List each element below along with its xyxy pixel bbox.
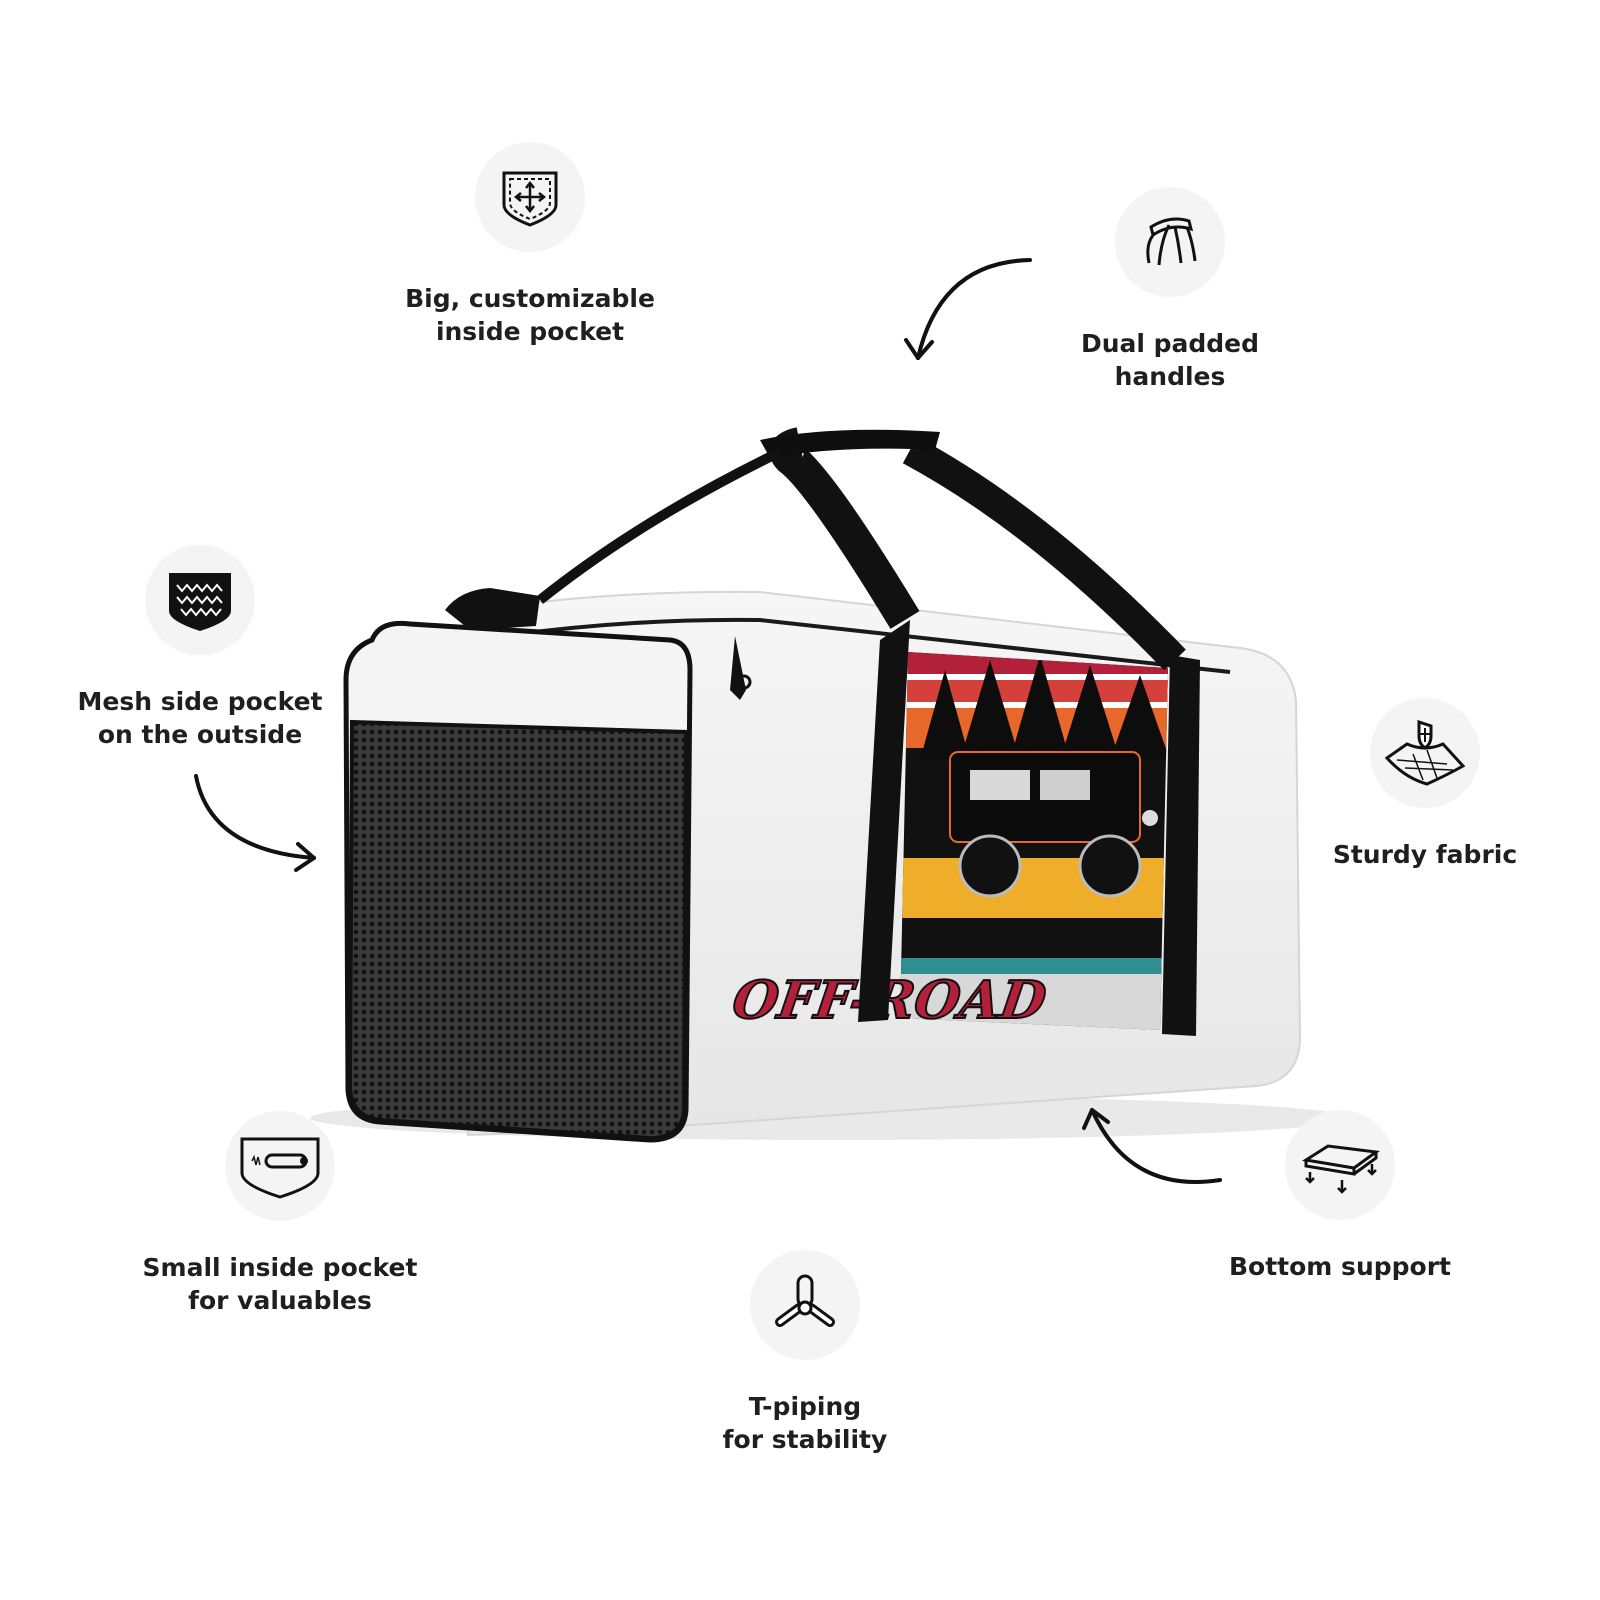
feature-piping: T-piping for stability	[675, 1250, 935, 1456]
handles-label-2: handles	[1114, 362, 1226, 391]
pocket-arrows-icon	[502, 171, 558, 227]
fabric-shield-icon	[1384, 719, 1466, 786]
feature-mesh-pocket: Mesh side pocket on the outside	[70, 545, 330, 751]
feature-small-pocket: Small inside pocket for valuables	[140, 1111, 420, 1317]
feature-bottom: Bottom support	[1215, 1110, 1465, 1283]
small-pocket-label-2: for valuables	[188, 1286, 372, 1315]
inside-pocket-label-2: inside pocket	[435, 317, 625, 346]
piping-label-2: for stability	[722, 1425, 888, 1454]
shoulder-strap-long	[536, 447, 783, 604]
shoulder-strap	[445, 588, 540, 630]
arrow-to-handles	[904, 258, 1032, 360]
handles-label-1: Dual padded	[1080, 329, 1260, 358]
print-text: OFF-ROAD	[729, 970, 1050, 1031]
zipper-pocket-icon	[240, 1137, 320, 1199]
bottom-label: Bottom support	[1229, 1252, 1451, 1281]
feature-fabric: Sturdy fabric	[1315, 698, 1535, 871]
mesh-pocket-icon	[169, 573, 231, 631]
bottom-support-icon	[1301, 1144, 1380, 1194]
feature-handles: Dual padded handles	[1040, 187, 1300, 393]
handle-icon	[1146, 217, 1197, 266]
right-strap	[1162, 655, 1200, 1036]
piping-label-1: T-piping	[748, 1392, 862, 1421]
t-piping-icon	[775, 1274, 835, 1327]
handle-left	[769, 427, 920, 629]
arrow-to-bottom	[1082, 1108, 1222, 1184]
small-pocket-label-1: Small inside pocket	[142, 1253, 418, 1282]
fabric-label: Sturdy fabric	[1332, 840, 1518, 869]
arrow-to-mesh-pocket	[194, 774, 316, 872]
handle-grip	[760, 429, 940, 458]
left-strap	[858, 620, 910, 1022]
mesh-pocket-label-2: on the outside	[97, 720, 303, 749]
mesh-pocket	[347, 719, 689, 1141]
feature-inside-pocket: Big, customizable inside pocket	[390, 142, 670, 348]
inside-pocket-label-1: Big, customizable	[405, 284, 655, 313]
zipper-pull	[730, 636, 746, 700]
handle-right	[902, 436, 1186, 671]
mesh-pocket-label-1: Mesh side pocket	[77, 687, 323, 716]
